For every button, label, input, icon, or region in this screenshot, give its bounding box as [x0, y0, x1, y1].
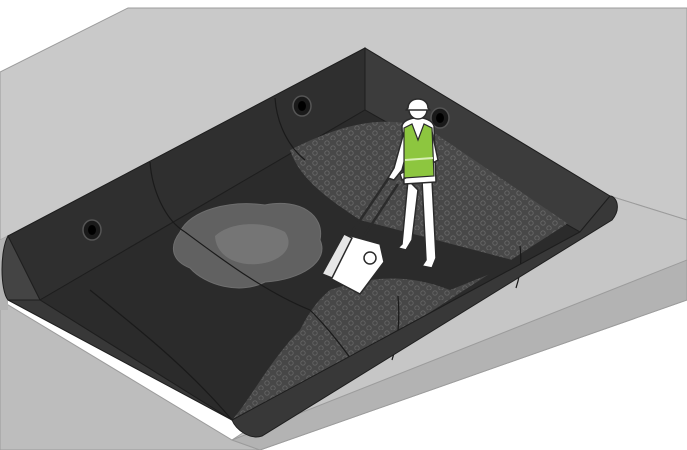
- pipe-outlet-icon: [293, 96, 311, 116]
- pipe-outlet-icon: [83, 220, 101, 240]
